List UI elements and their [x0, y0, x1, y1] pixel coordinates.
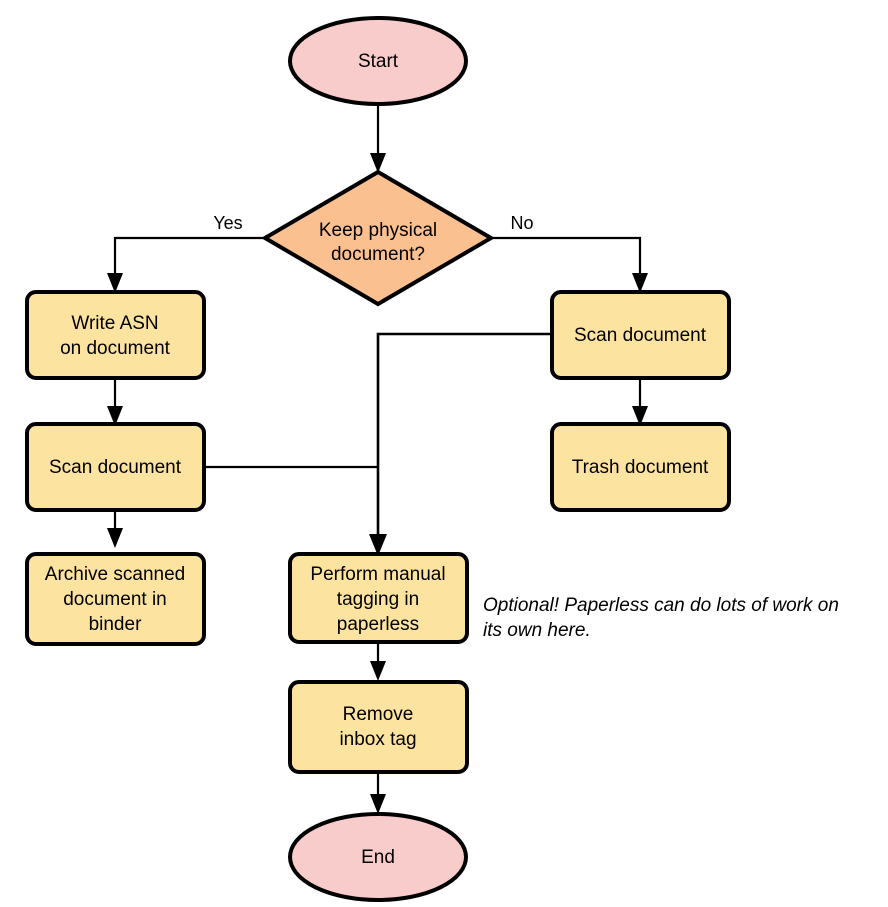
node-remove-inbox-label-line1: Remove [343, 704, 414, 725]
annotation-note-line2: its own here. [483, 620, 591, 641]
edge-label-no: No [510, 213, 533, 233]
node-scan-document-left-label: Scan document [49, 457, 182, 478]
edge-scanright-to-tagging [369, 332, 552, 556]
node-decision-label-line2: document? [331, 244, 425, 265]
node-tagging-label-line2: tagging in [337, 589, 419, 610]
annotation-optional-note: Optional! Paperless can do lots of work … [483, 595, 839, 641]
node-write-asn-label-line1: Write ASN [71, 313, 158, 334]
node-start-label: Start [358, 51, 399, 72]
edge-scanright-to-trash [632, 378, 648, 426]
node-decision-keep-physical-document[interactable]: Keep physical document? [261, 169, 495, 307]
node-end-label: End [361, 847, 395, 868]
edge-scanleft-to-archive [107, 510, 123, 548]
node-tagging-label-line3: paperless [337, 614, 419, 635]
node-archive-label-line2: document in [63, 589, 167, 610]
node-tagging-label-line1: Perform manual [310, 564, 445, 585]
annotation-note-line1: Optional! Paperless can do lots of work … [483, 595, 839, 616]
node-trash-document-label: Trash document [572, 457, 709, 478]
node-scan-document-right-label: Scan document [574, 325, 707, 346]
edge-writeasn-to-scanleft [107, 378, 123, 426]
node-archive-label-line3: binder [89, 614, 142, 635]
node-scan-document-right[interactable]: Scan document [550, 290, 731, 380]
node-scan-document-left[interactable]: Scan document [25, 422, 206, 512]
node-end[interactable]: End [288, 812, 468, 902]
edge-decision-no [492, 236, 648, 293]
edge-start-to-decision [370, 104, 386, 173]
node-start[interactable]: Start [288, 16, 468, 106]
edge-removeinbox-to-end [370, 772, 386, 814]
node-archive-scanned-document-in-binder[interactable]: Archive scanned document in binder [25, 552, 206, 646]
node-archive-label-line1: Archive scanned [45, 564, 185, 585]
node-trash-document[interactable]: Trash document [550, 422, 731, 512]
node-decision-label-line1: Keep physical [319, 220, 437, 241]
node-perform-manual-tagging-in-paperless[interactable]: Perform manual tagging in paperless [288, 552, 469, 644]
node-remove-inbox-label-line2: inbox tag [339, 729, 416, 750]
node-write-asn-label-line2: on document [60, 338, 171, 359]
node-write-asn-on-document[interactable]: Write ASN on document [25, 290, 206, 380]
edge-label-yes: Yes [213, 213, 242, 233]
node-remove-inbox-tag[interactable]: Remove inbox tag [288, 680, 469, 774]
edge-tagging-to-removeinbox [370, 641, 386, 681]
edge-decision-yes [107, 236, 263, 293]
